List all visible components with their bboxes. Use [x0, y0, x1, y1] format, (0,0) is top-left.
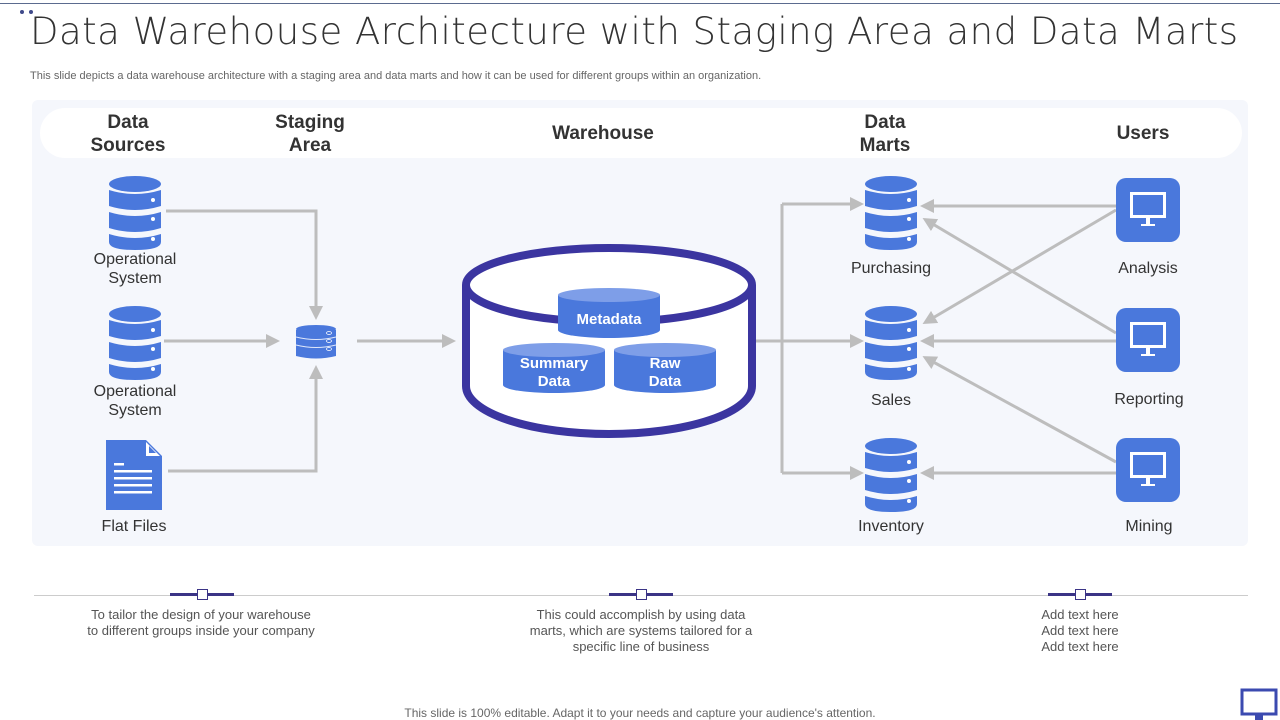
- note-line: specific line of business: [572, 639, 710, 654]
- label-line: Operational: [93, 251, 177, 268]
- metadata-label: Metadata: [576, 311, 642, 328]
- raw-data-label: Raw Data: [614, 355, 716, 391]
- column-header-band: [40, 108, 1242, 158]
- connector-flatfiles-to-staging: [168, 365, 323, 473]
- column-header-data-marts: Data Marts: [825, 111, 945, 157]
- monitor-icon: [1116, 178, 1180, 242]
- note-line: Add text here: [1041, 607, 1119, 622]
- database-icon: [865, 176, 917, 250]
- note-line: This could accomplish by using data: [536, 607, 746, 622]
- note-marker: [609, 589, 673, 600]
- monitor-icon: [1240, 688, 1278, 720]
- database-icon: [109, 176, 161, 250]
- label-line: System: [108, 270, 162, 287]
- user-label-analysis: Analysis: [1118, 260, 1178, 277]
- note-line: Add text here: [1041, 623, 1119, 638]
- note-marker: [1048, 589, 1112, 600]
- note-marker: [170, 589, 234, 600]
- connectors-users-to-marts: [920, 199, 1117, 480]
- column-header-users: Users: [1116, 123, 1170, 144]
- column-header-staging-area: Staging Area: [250, 111, 370, 157]
- label-line: Operational: [93, 383, 177, 400]
- user-label-reporting: Reporting: [1114, 391, 1184, 408]
- column-header-line: Sources: [90, 135, 166, 156]
- source-label-operational-system-1: Operational System: [75, 250, 195, 288]
- note-line: to different groups inside your company: [87, 623, 315, 638]
- top-dots-decoration: [20, 1, 38, 19]
- mart-label-inventory: Inventory: [858, 518, 924, 535]
- database-icon: [865, 306, 917, 380]
- staging-database-icon: [295, 325, 337, 359]
- column-header-line: Data: [107, 112, 149, 133]
- connector-warehouse-to-marts: [756, 197, 864, 480]
- column-header-warehouse: Warehouse: [552, 123, 654, 144]
- connector-source1-to-staging: [166, 209, 323, 320]
- source-label-flat-files: Flat Files: [101, 518, 167, 535]
- summary-data-label: Summary Data: [503, 355, 605, 391]
- label-line: Raw: [649, 355, 681, 372]
- monitor-icon: [1116, 438, 1180, 502]
- column-header-line: Data: [864, 112, 906, 133]
- footer-text: This slide is 100% editable. Adapt it to…: [404, 706, 876, 720]
- database-icon: [865, 438, 917, 512]
- note-3: Add text here Add text here Add text her…: [980, 607, 1180, 655]
- column-header-line: Marts: [859, 135, 911, 156]
- page-title: Data Warehouse Architecture with Staging…: [30, 10, 1239, 53]
- note-1: To tailor the design of your warehouse t…: [61, 607, 341, 639]
- column-header-line: Area: [288, 135, 332, 156]
- note-line: To tailor the design of your warehouse: [91, 607, 311, 622]
- column-header-line: Staging: [275, 112, 345, 133]
- document-icon: [106, 440, 162, 510]
- mart-label-purchasing: Purchasing: [850, 260, 932, 277]
- label-line: Data: [648, 373, 682, 390]
- metadata-cylinder: [558, 288, 660, 338]
- page-subtitle: This slide depicts a data warehouse arch…: [30, 70, 762, 82]
- user-label-mining: Mining: [1125, 518, 1173, 535]
- note-line: Add text here: [1041, 639, 1119, 654]
- top-rule: [0, 3, 1280, 4]
- warehouse-cylinder: [462, 244, 756, 438]
- mart-label-sales: Sales: [870, 392, 912, 409]
- label-line: Data: [537, 373, 571, 390]
- source-label-operational-system-2: Operational System: [75, 382, 195, 420]
- summary-data-cylinder: [503, 343, 605, 393]
- database-icon: [109, 306, 161, 380]
- raw-data-cylinder: [614, 343, 716, 393]
- note-line: marts, which are systems tailored for a: [529, 623, 753, 638]
- note-2: This could accomplish by using data mart…: [501, 607, 781, 655]
- label-line: System: [108, 402, 162, 419]
- column-header-data-sources: Data Sources: [68, 111, 188, 157]
- label-line: Summary: [519, 355, 589, 372]
- monitor-icon: [1116, 308, 1180, 372]
